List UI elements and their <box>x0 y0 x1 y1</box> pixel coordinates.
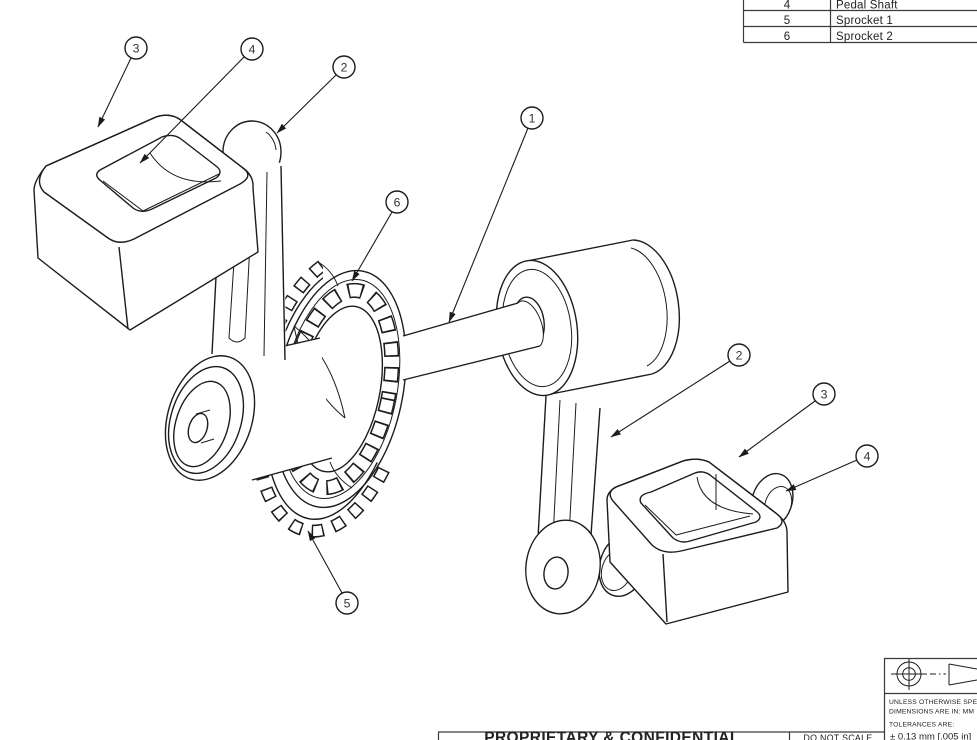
bom-row-4-item-no: 4 <box>784 0 791 12</box>
sprocket-2-drawing <box>273 261 407 509</box>
tolerance-value: ± 0.13 mm [.005 in] <box>890 732 971 740</box>
top-left-pedal-drawing <box>33 114 259 331</box>
balloon-3-right: 3 <box>738 382 836 458</box>
bom-row-6-item-no: 6 <box>784 31 791 43</box>
balloon-1-label: 1 <box>529 112 536 126</box>
balloon-3-left-label: 3 <box>133 42 140 56</box>
balloon-6: 6 <box>351 190 409 282</box>
left-hub-drawing <box>164 355 256 481</box>
do-not-scale-text: DO NOT SCALE <box>804 733 873 740</box>
balloon-3-left: 3 <box>97 36 148 128</box>
balloon-1: 1 <box>448 106 544 323</box>
bottom-right-pedal-drawing <box>598 458 794 625</box>
pedal-shaft-drawing <box>402 300 544 381</box>
balloon-2-left-label: 2 <box>341 61 348 75</box>
spec-line-2: DIMENSIONS ARE IN: MM <box>889 709 974 716</box>
spec-line-3: TOLERANCES ARE: <box>889 722 954 729</box>
balloon-3-right-label: 3 <box>821 388 828 402</box>
bom-row-4-part: Pedal Shaft <box>836 0 898 12</box>
bom-row-5-part: Sprocket 1 <box>836 15 893 27</box>
balloon-2-right-label: 2 <box>736 349 743 363</box>
tolerance-notes: UNLESS OTHERWISE SPECIFIED: DIMENSIONS A… <box>889 699 977 740</box>
balloon-4-right: 4 <box>785 444 879 492</box>
bom-table: 4 Pedal Shaft 5 Sprocket 1 6 Sprocket 2 <box>742 0 977 44</box>
balloon-4-left: 4 <box>139 37 264 164</box>
balloon-4-right-label: 4 <box>864 450 871 464</box>
bom-row-4: 4 Pedal Shaft <box>784 0 898 12</box>
balloon-callouts: 1 2 3 4 5 6 <box>97 36 879 615</box>
balloon-2-right: 2 <box>610 343 751 438</box>
right-crank-arm-drawing <box>525 395 601 615</box>
proprietary-confidential-text: PROPRIETARY & CONFIDENTIAL <box>484 730 740 740</box>
balloon-5-label: 5 <box>344 597 351 611</box>
projection-symbol-icon <box>891 659 977 690</box>
balloon-5: 5 <box>307 530 359 615</box>
balloon-2-left: 2 <box>276 55 356 134</box>
balloon-6-label: 6 <box>394 196 401 210</box>
bom-row-5-item-no: 5 <box>784 15 791 27</box>
right-crank-boss-drawing <box>495 239 680 397</box>
title-block: PROPRIETARY & CONFIDENTIAL DO NOT SCALE … <box>437 657 977 740</box>
balloon-4-left-label: 4 <box>249 43 256 57</box>
bom-row-5: 5 Sprocket 1 <box>784 15 893 27</box>
bom-row-6-part: Sprocket 2 <box>836 31 893 43</box>
bom-row-6: 6 Sprocket 2 <box>784 31 893 43</box>
spec-line-1: UNLESS OTHERWISE SPECIFIED: <box>889 699 977 706</box>
